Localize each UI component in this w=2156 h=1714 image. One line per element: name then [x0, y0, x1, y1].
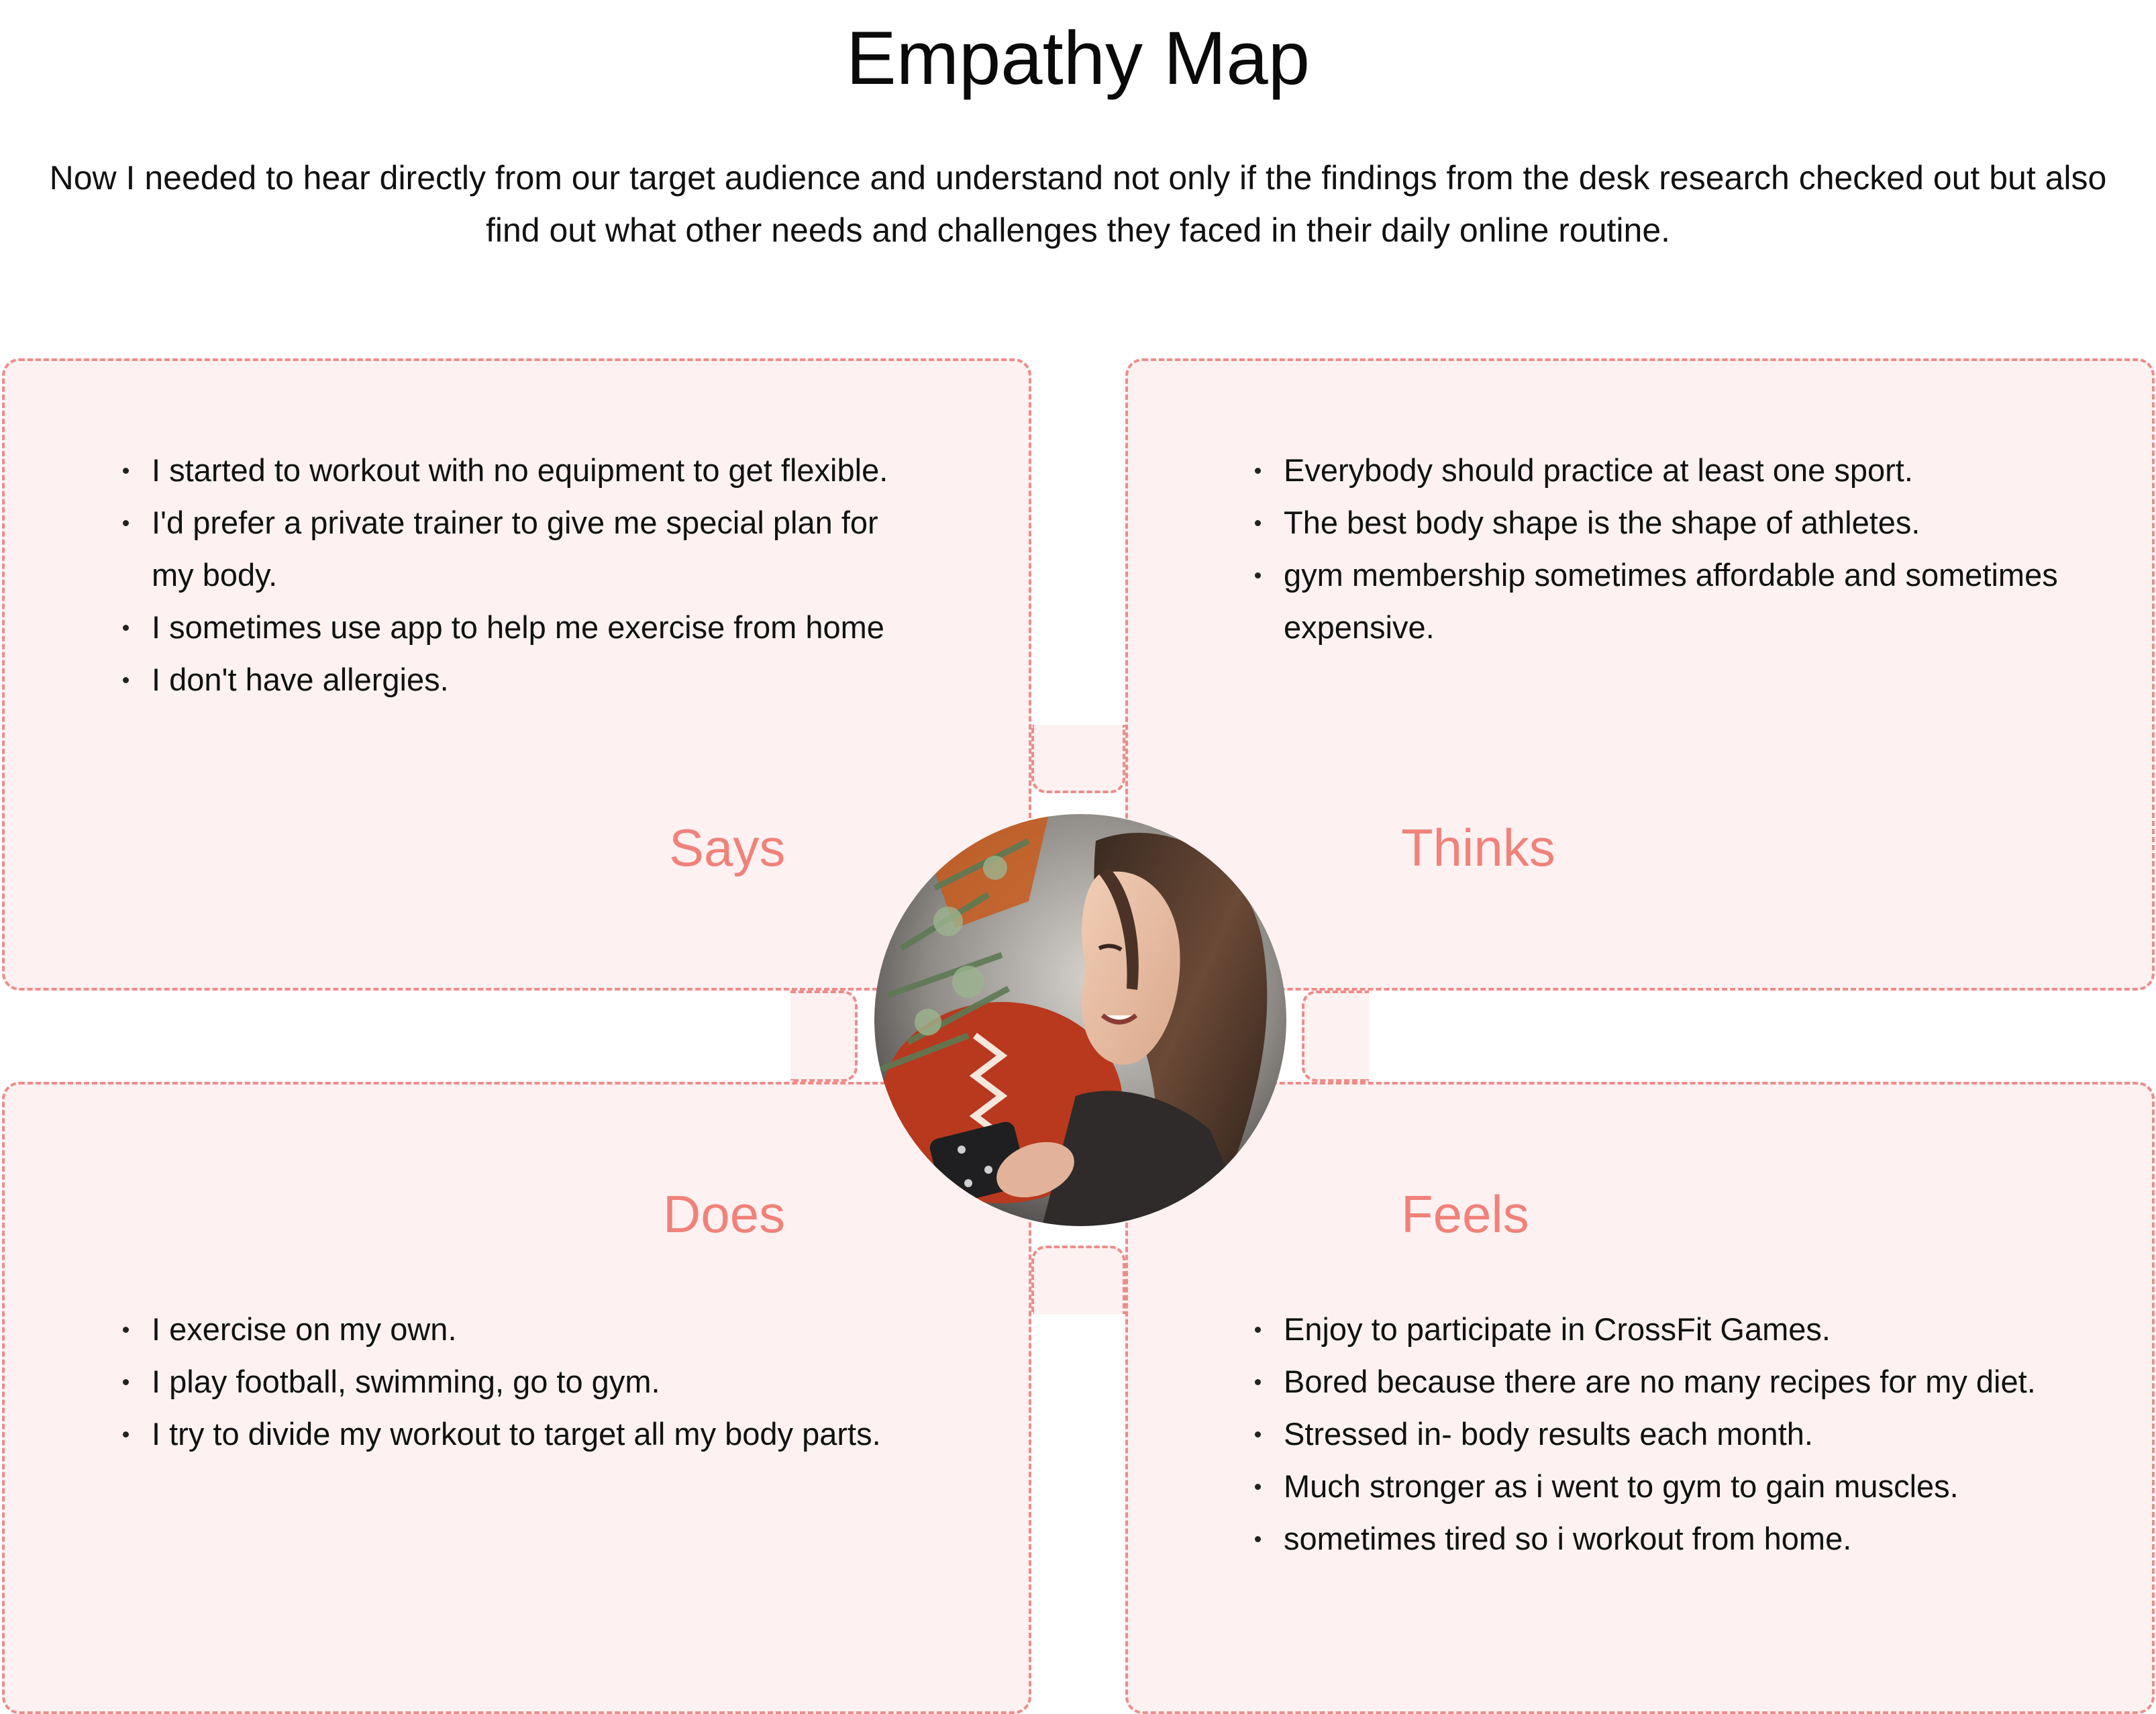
list-item: Everybody should practice at least one s…: [1255, 444, 2087, 497]
feels-list: Enjoy to participate in CrossFit Games. …: [1255, 1303, 2087, 1565]
thinks-list: Everybody should practice at least one s…: [1255, 444, 2087, 654]
thinks-label: Thinks: [1401, 818, 1555, 877]
feels-panel: [1125, 1082, 2155, 1714]
thinks-panel: [1125, 358, 2155, 991]
list-item: Bored because there are no many recipes …: [1255, 1356, 2087, 1408]
page-title: Empathy Map: [846, 16, 1310, 100]
intro-paragraph: Now I needed to hear directly from our t…: [49, 159, 2107, 249]
feels-label: Feels: [1401, 1184, 1529, 1244]
says-panel: [2, 358, 1031, 991]
does-list: I exercise on my own. I play football, s…: [123, 1303, 928, 1460]
connector-right: [1302, 991, 1369, 1082]
persona-photo-illustration: [874, 814, 1286, 1226]
list-item: gym membership sometimes affordable and …: [1255, 549, 2087, 654]
list-item: I don't have allergies.: [123, 654, 928, 706]
list-item: I play football, swimming, go to gym.: [123, 1356, 928, 1408]
does-label: Does: [663, 1184, 786, 1244]
says-list: I started to workout with no equipment t…: [123, 444, 928, 706]
list-item: I try to divide my workout to target all…: [123, 1408, 928, 1460]
list-item: I started to workout with no equipment t…: [123, 444, 928, 497]
list-item: sometimes tired so i workout from home.: [1255, 1513, 2087, 1565]
list-item: Stressed in- body results each month.: [1255, 1408, 2087, 1460]
connector-bottom: [1031, 1246, 1125, 1314]
list-item: Enjoy to participate in CrossFit Games.: [1255, 1303, 2087, 1356]
persona-photo: [874, 814, 1286, 1226]
list-item: I'd prefer a private trainer to give me …: [123, 497, 928, 601]
says-label: Says: [669, 818, 786, 877]
connector-top: [1031, 725, 1125, 793]
list-item: I exercise on my own.: [123, 1303, 928, 1356]
list-item: The best body shape is the shape of athl…: [1255, 497, 2087, 549]
list-item: I sometimes use app to help me exercise …: [123, 601, 928, 654]
list-item: Much stronger as i went to gym to gain m…: [1255, 1460, 2087, 1513]
connector-left: [790, 991, 858, 1082]
